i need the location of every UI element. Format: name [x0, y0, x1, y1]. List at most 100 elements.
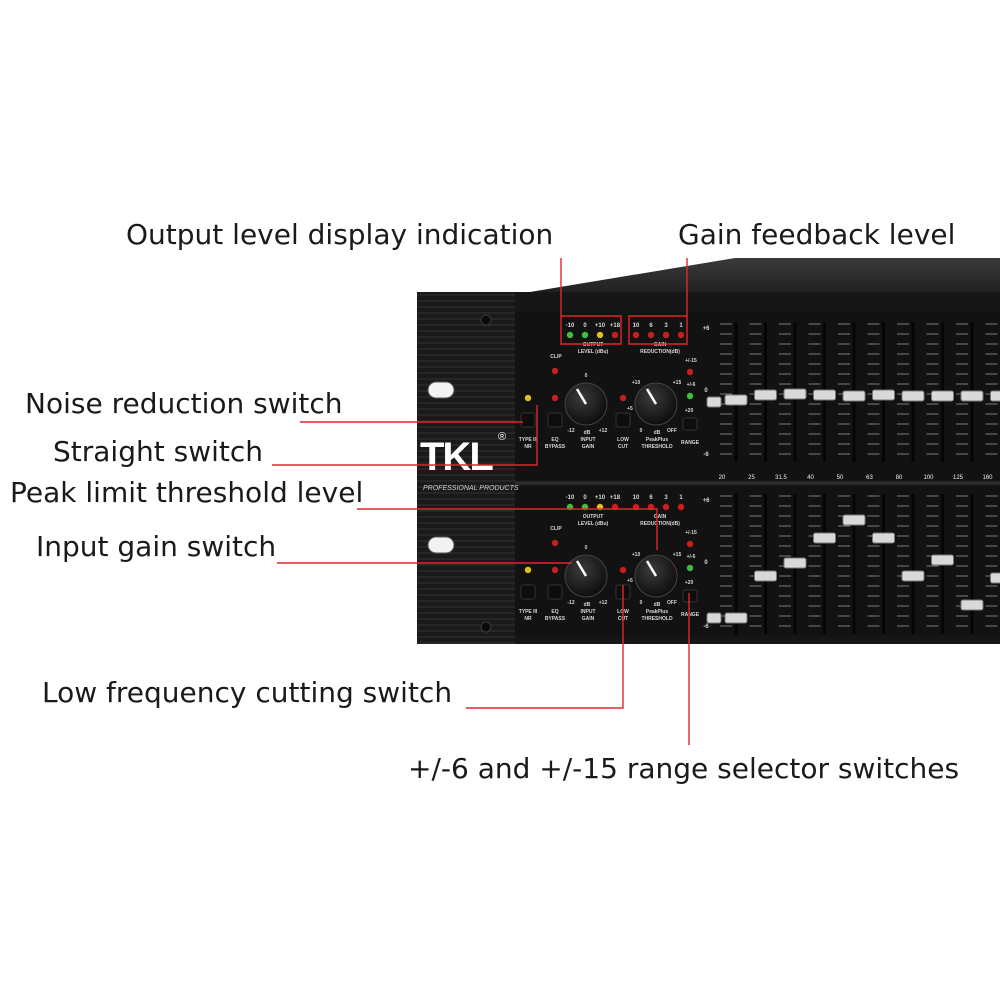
range-scale: +/-15 — [685, 530, 697, 536]
slider-scale-label: -6 — [703, 452, 709, 458]
input-gain-scale: -12 — [567, 428, 574, 434]
range-button — [682, 589, 698, 603]
range-15-led — [686, 368, 694, 376]
frequency-label: 40 — [807, 475, 814, 481]
brand-logo: TKL — [420, 435, 493, 479]
slider-track — [897, 494, 915, 634]
type-nr-led — [524, 566, 532, 574]
gain-reduction-tick: 3 — [664, 495, 668, 501]
gain-reduction-tick: 3 — [664, 323, 668, 329]
slider-cap — [990, 572, 1000, 584]
rack-hole-top — [427, 381, 455, 399]
callout-low-cut: Low frequency cutting switch — [42, 676, 453, 709]
clip-label: CLIP — [550, 354, 562, 360]
threshold-label: PeakPlus — [646, 609, 668, 615]
slider-scale-label: +6 — [703, 498, 711, 504]
frequency-label: 25 — [748, 475, 755, 481]
threshold-label: THRESHOLD — [641, 444, 673, 450]
frequency-label: 63 — [866, 475, 873, 481]
output-level-tick: -10 — [566, 495, 575, 501]
callout-output-level: Output level display indication — [126, 218, 554, 251]
slider-cap — [783, 388, 807, 400]
output-level-tick: 0 — [583, 323, 587, 329]
threshold-scale: OFF — [667, 600, 677, 606]
eq-bypass-led — [551, 394, 559, 402]
range-button — [682, 417, 698, 431]
low-cut-label: LOW — [617, 437, 629, 443]
slider-cap — [842, 514, 866, 526]
slider-scale-label: 0 — [704, 388, 708, 394]
range-label: RANGE — [681, 612, 700, 618]
gain-reduction-led — [632, 331, 640, 339]
input-gain-scale: -12 — [567, 600, 574, 606]
type-nr-led — [524, 394, 532, 402]
peak-limit-lead — [357, 508, 658, 550]
output-level-caption: OUTPUT — [583, 342, 604, 348]
slider-cap — [813, 389, 836, 401]
frequency-label: 125 — [953, 475, 964, 481]
input-gain-scale: dB — [584, 602, 591, 608]
gain-reduction-tick: 1 — [679, 323, 683, 329]
slider-scale-label: +6 — [703, 326, 711, 332]
output-level-led — [611, 331, 619, 339]
input-gain-knob-pointer — [575, 560, 588, 577]
screw-bottom — [480, 621, 492, 633]
input-gain-scale: +12 — [599, 600, 608, 606]
type-nr-label: NR — [524, 616, 532, 622]
slider-cap — [901, 390, 925, 402]
clip-label: CLIP — [550, 526, 562, 532]
clip-led — [551, 539, 559, 547]
slider-cap — [754, 389, 777, 401]
threshold-knob-pointer — [645, 560, 658, 577]
gain-reduction-led — [662, 331, 670, 339]
slider-scale-label: -6 — [703, 624, 709, 630]
gain-feedback-box — [628, 315, 688, 345]
input-gain-knob-pointer — [575, 388, 588, 405]
gain-reduction-tick: 6 — [649, 323, 653, 329]
gain-reduction-led — [647, 331, 655, 339]
callout-straight-switch: Straight switch — [53, 435, 263, 468]
gain-reduction-led — [677, 331, 685, 339]
slider-cap — [960, 390, 984, 402]
range-scale: +/-15 — [685, 358, 697, 364]
chassis-top — [482, 258, 1000, 300]
range-scale: +20 — [685, 580, 694, 586]
slider-track — [720, 322, 738, 462]
threshold-scale: OFF — [667, 428, 677, 434]
rack-hole-bottom — [427, 536, 455, 554]
frequency-label: 80 — [896, 475, 903, 481]
low-cut-led — [619, 394, 627, 402]
slider-cap — [990, 390, 1000, 402]
gain-reduction-caption: REDUCTION(dB) — [640, 349, 680, 355]
input-gain-scale: 0 — [585, 545, 588, 551]
type-nr-button — [520, 412, 536, 428]
input-gain-scale: dB — [584, 430, 591, 436]
gain-reduction-caption: REDUCTION(dB) — [640, 521, 680, 527]
range-6-led — [686, 392, 694, 400]
threshold-scale: 0 — [640, 600, 643, 606]
callout-range-selector: +/-6 and +/-15 range selector switches — [408, 752, 960, 785]
eq-bypass-label: BYPASS — [545, 444, 566, 450]
frequency-label: 50 — [837, 475, 844, 481]
eq-bypass-label: EQ — [551, 437, 558, 443]
slider-cap — [931, 390, 954, 402]
slider-cap — [783, 557, 807, 569]
rack-ear-left — [417, 292, 515, 644]
threshold-scale: +10 — [632, 552, 641, 558]
range-15-led — [686, 540, 694, 548]
frequency-label: 31.5 — [775, 475, 787, 481]
threshold-label: THRESHOLD — [641, 616, 673, 622]
gain-reduction-caption: GAIN — [654, 514, 667, 520]
output-level-tick: +10 — [595, 495, 606, 501]
range-label: RANGE — [681, 440, 700, 446]
eq-bypass-label: EQ — [551, 609, 558, 615]
type-nr-label: NR — [524, 444, 532, 450]
gain-reduction-caption: GAIN — [654, 342, 667, 348]
gain-reduction-tick: 6 — [649, 495, 653, 501]
low-cut-label: CUT — [618, 444, 628, 450]
output-level-caption: LEVEL (dBu) — [578, 349, 609, 355]
output-level-tick: +18 — [610, 323, 621, 329]
straight-switch-lead — [272, 405, 538, 466]
slider-track — [867, 494, 885, 634]
